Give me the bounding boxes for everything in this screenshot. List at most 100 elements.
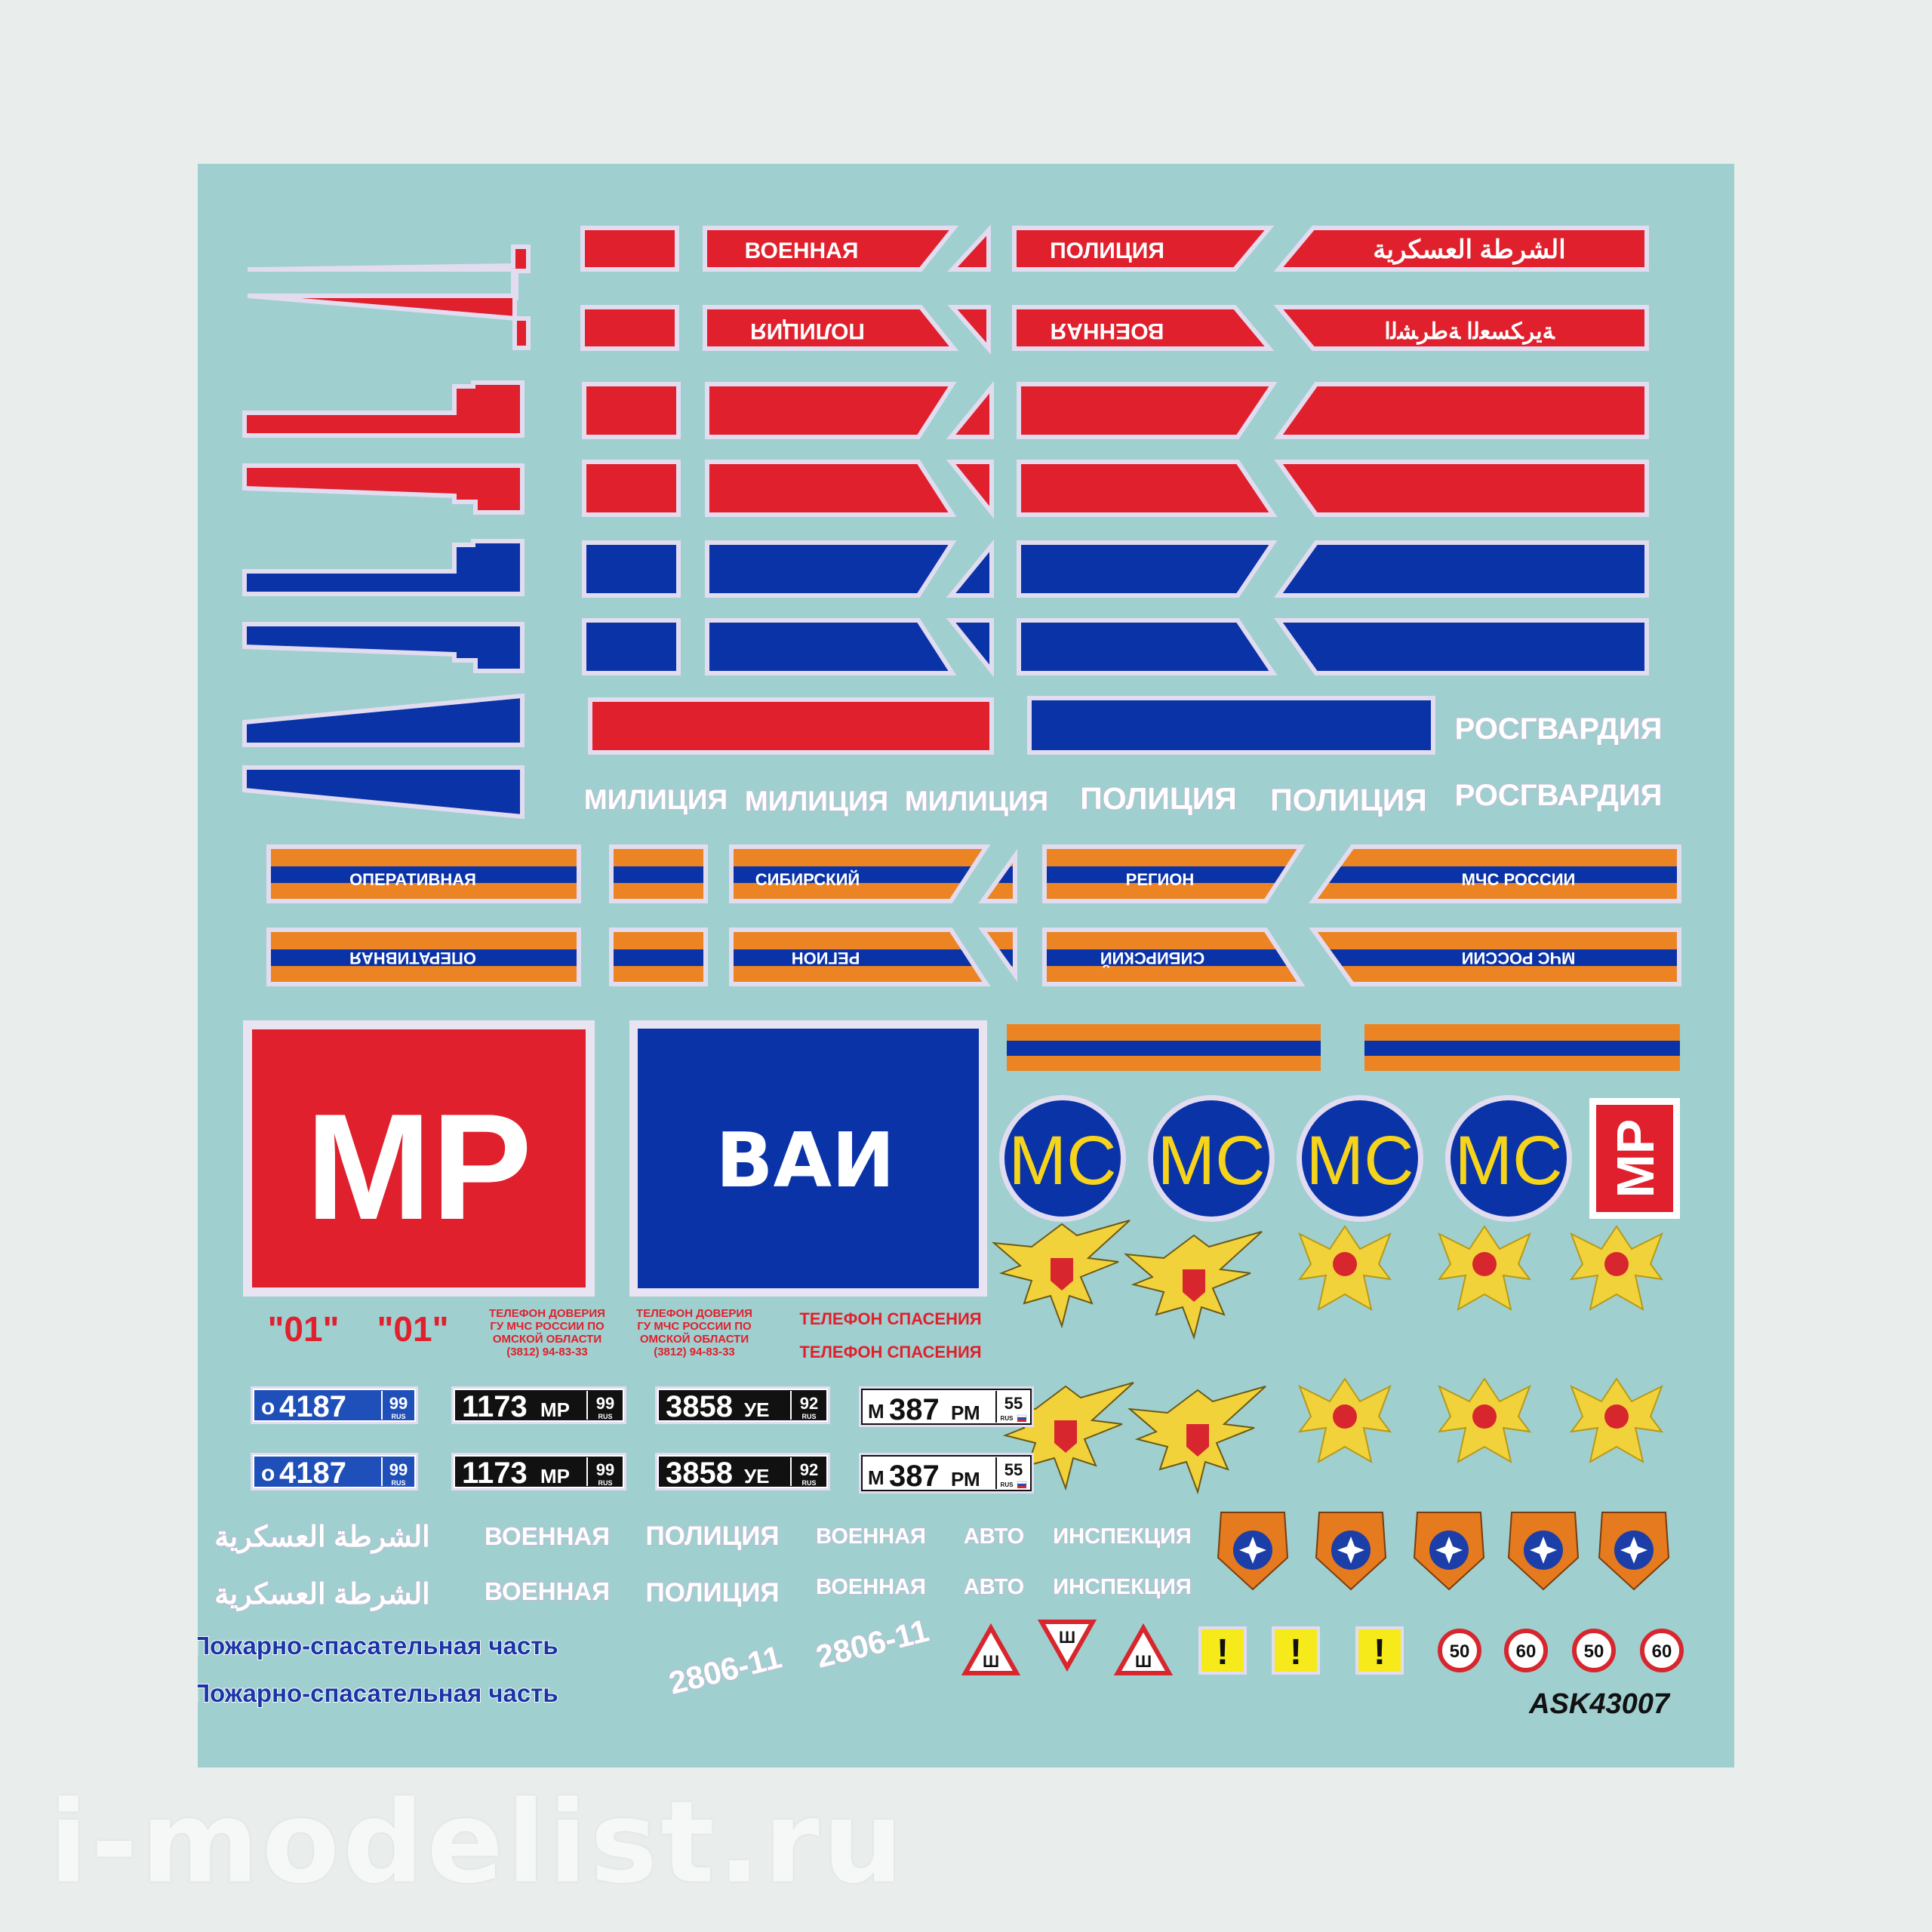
mchs-wedge-1 (978, 848, 1017, 903)
mp-small-panel: MP (1589, 1098, 1680, 1219)
rosgvardiya-eagle-icon (1297, 1225, 1392, 1311)
mchs-stripe-rossii (1309, 844, 1681, 903)
voennaya-inscription-1: ВОЕННАЯ (485, 1522, 610, 1550)
trust-b-line-4: (3812) 94-83-33 (654, 1346, 735, 1358)
stripe-blue-3 (705, 540, 957, 598)
red-stripe-set: ВОЕННАЯ ПОЛИЦИЯ ПОЛИЦИЯ ВОЕННАЯ الشرطة ا… (242, 224, 1649, 519)
fire-unit-text-1: Пожарно-спасательная часть (198, 1632, 558, 1660)
big-panels: MP ВАИ (243, 1020, 987, 1297)
agency-words: РОСГВАРДИЯ РОСГВАРДИЯ МИЛИЦИЯ МИЛИЦИЯ МИ… (583, 712, 1663, 818)
mc-roundel-2-text: MC (1157, 1122, 1265, 1199)
stripe-policiya-mirrored-text: ПОЛИЦИЯ (750, 318, 865, 343)
mchs-stripe-region-mirrored (729, 928, 991, 986)
stripe-red-7 (1017, 382, 1278, 439)
mc-roundel-1: MC (999, 1095, 1126, 1222)
stripe-policiya-mirrored (703, 305, 959, 351)
tapered-stripe-blue-2 (242, 765, 525, 820)
plate-text: 3858 (666, 1390, 733, 1423)
mp-small-panel-text: MP (1606, 1119, 1665, 1198)
stripe-arabic (1273, 226, 1649, 272)
mchs-bar-1-blue (1007, 1041, 1321, 1056)
plate-black-2: 1173 МР 99 RUS (451, 1453, 626, 1491)
stripe-arabic-mirrored (1273, 305, 1649, 351)
mchs-stripe-set: ОПЕРАТИВНАЯ СИБИРСКИЙ РЕГИОН МЧС РОССИИ … (266, 844, 1681, 1071)
long-bar-red (588, 697, 994, 755)
policiya-inscription-1: ПОЛИЦИЯ (645, 1521, 779, 1551)
voennaya-inscription-2: ВОЕННАЯ (485, 1577, 610, 1605)
mchs-operativnaya-text: ОПЕРАТИВНАЯ (349, 870, 476, 889)
mchs-rossii-text: МЧС РОССИИ (1462, 870, 1576, 889)
white-inscriptions: الشرطة العسكرية الشرطة العسكرية ВОЕННАЯ … (198, 1521, 1192, 1708)
yield-sign-letter: Ш (1059, 1628, 1075, 1647)
stripe-policiya-text: ПОЛИЦИЯ (1050, 238, 1164, 263)
mchs-region-mirrored-text: РЕГИОН (792, 949, 860, 968)
mp-panel-text: MP (306, 1083, 532, 1251)
phone-texts: "01" "01" ТЕЛЕФОН ДОВЕРИЯ ГУ МЧС РОССИИ … (268, 1307, 982, 1361)
arabic-inscription-1: الشرطة العسكرية (214, 1521, 429, 1554)
stripe-blue-8 (1274, 618, 1649, 675)
mchs-region-text: РЕГИОН (1126, 870, 1195, 889)
studded-sign-letter: Ш (1135, 1652, 1152, 1671)
miliciya-word-1: МИЛИЦИЯ (584, 784, 728, 815)
stripe-wedge-4 (946, 460, 994, 519)
warning-sign-mark: ! (1374, 1632, 1386, 1672)
eagle-emblems (991, 1220, 1664, 1495)
plate-text: RUS (801, 1479, 816, 1487)
policiya-inscription-2: ПОЛИЦИЯ (645, 1578, 779, 1607)
mchs-sibirskiy-text: СИБИРСКИЙ (755, 870, 860, 889)
mchs-shield-icon (1413, 1512, 1485, 1591)
trust-b-line-2: ГУ МЧС РОССИИ ПО (637, 1320, 752, 1333)
plate-text: о (261, 1395, 275, 1420)
mc-roundel-1-text: MC (1008, 1122, 1116, 1199)
plate-text: 99 (389, 1460, 408, 1479)
miliciya-word-3: МИЛИЦИЯ (905, 786, 1048, 817)
eagle-emblem-icon (991, 1220, 1131, 1329)
stripe-wedge-1 (947, 224, 991, 272)
mchs-rossii-mirrored-text: МЧС РОССИИ (1462, 949, 1576, 968)
plate-blue-2: о 4187 99 RUS (251, 1453, 418, 1491)
stripe-blue-6 (1017, 618, 1278, 675)
vai-panel-text: ВАИ (715, 1116, 894, 1204)
stripe-blue-4 (705, 618, 957, 675)
speed-limit-50-icon: 50 (1438, 1629, 1481, 1672)
plate-text: 1173 (462, 1457, 528, 1490)
mchs-rect-2 (609, 928, 708, 986)
plate-black-4: 3858 УЕ 92 RUS (655, 1453, 830, 1491)
unit-number-2: 2806-11 (813, 1612, 933, 1674)
speed-60-text: 60 (1652, 1641, 1672, 1662)
quote-01-2: "01" (377, 1309, 449, 1349)
rosgvardiya-eagle-icon (1297, 1377, 1392, 1463)
warning-sign-icon: ! (1198, 1626, 1247, 1675)
mchs-stripe-region (1042, 844, 1306, 903)
road-signs: Ш Ш Ш ! ! ! 50 60 (961, 1620, 1684, 1675)
plate-text: 99 (596, 1394, 614, 1413)
plate-text: RUS (598, 1479, 612, 1487)
stripe-voennaya-text: ВОЕННАЯ (745, 238, 859, 263)
speed-limit-60-icon: 60 (1504, 1629, 1548, 1672)
plate-text: 99 (596, 1460, 614, 1479)
mchs-sibirskiy-mirrored-text: СИБИРСКИЙ (1100, 949, 1204, 968)
trust-line-3: ОМСКОЙ ОБЛАСТИ (493, 1332, 601, 1346)
fire-unit-text-2: Пожарно-спасательная часть (198, 1679, 558, 1707)
rescue-phone-2: ТЕЛЕФОН СПАСЕНИЯ (799, 1343, 981, 1361)
plate-text: RUS (801, 1413, 816, 1420)
plate-text: 55 (1004, 1460, 1023, 1479)
trust-line-4: (3812) 94-83-33 (506, 1346, 588, 1358)
stripe-voennaya (703, 226, 959, 272)
mchs-shield-icon (1507, 1512, 1580, 1591)
plate-white-2: М 387 РМ 55 RUS (859, 1453, 1034, 1494)
inspekciya-1: ИНСПЕКЦИЯ (1053, 1524, 1192, 1549)
stripe-wedge-blue-2 (946, 618, 994, 678)
trust-line-1: ТЕЛЕФОН ДОВЕРИЯ (489, 1307, 605, 1320)
plate-black-3: 3858 УЕ 92 RUS (655, 1386, 830, 1424)
stripe-rect-red-3 (582, 382, 681, 439)
speed-50-text: 50 (1584, 1641, 1604, 1662)
stripe-rect-blue-1 (582, 540, 681, 598)
stripe-blue-5 (1017, 540, 1278, 598)
plate-blue-1: о 4187 99 RUS (251, 1386, 418, 1424)
stripe-red-9 (1274, 382, 1649, 439)
eagle-emblem-icon (1123, 1231, 1263, 1340)
mchs-stripe-sibirskiy (729, 844, 991, 903)
mc-roundel-3: MC (1297, 1095, 1423, 1222)
stripe-wedge-blue-1 (946, 539, 994, 598)
